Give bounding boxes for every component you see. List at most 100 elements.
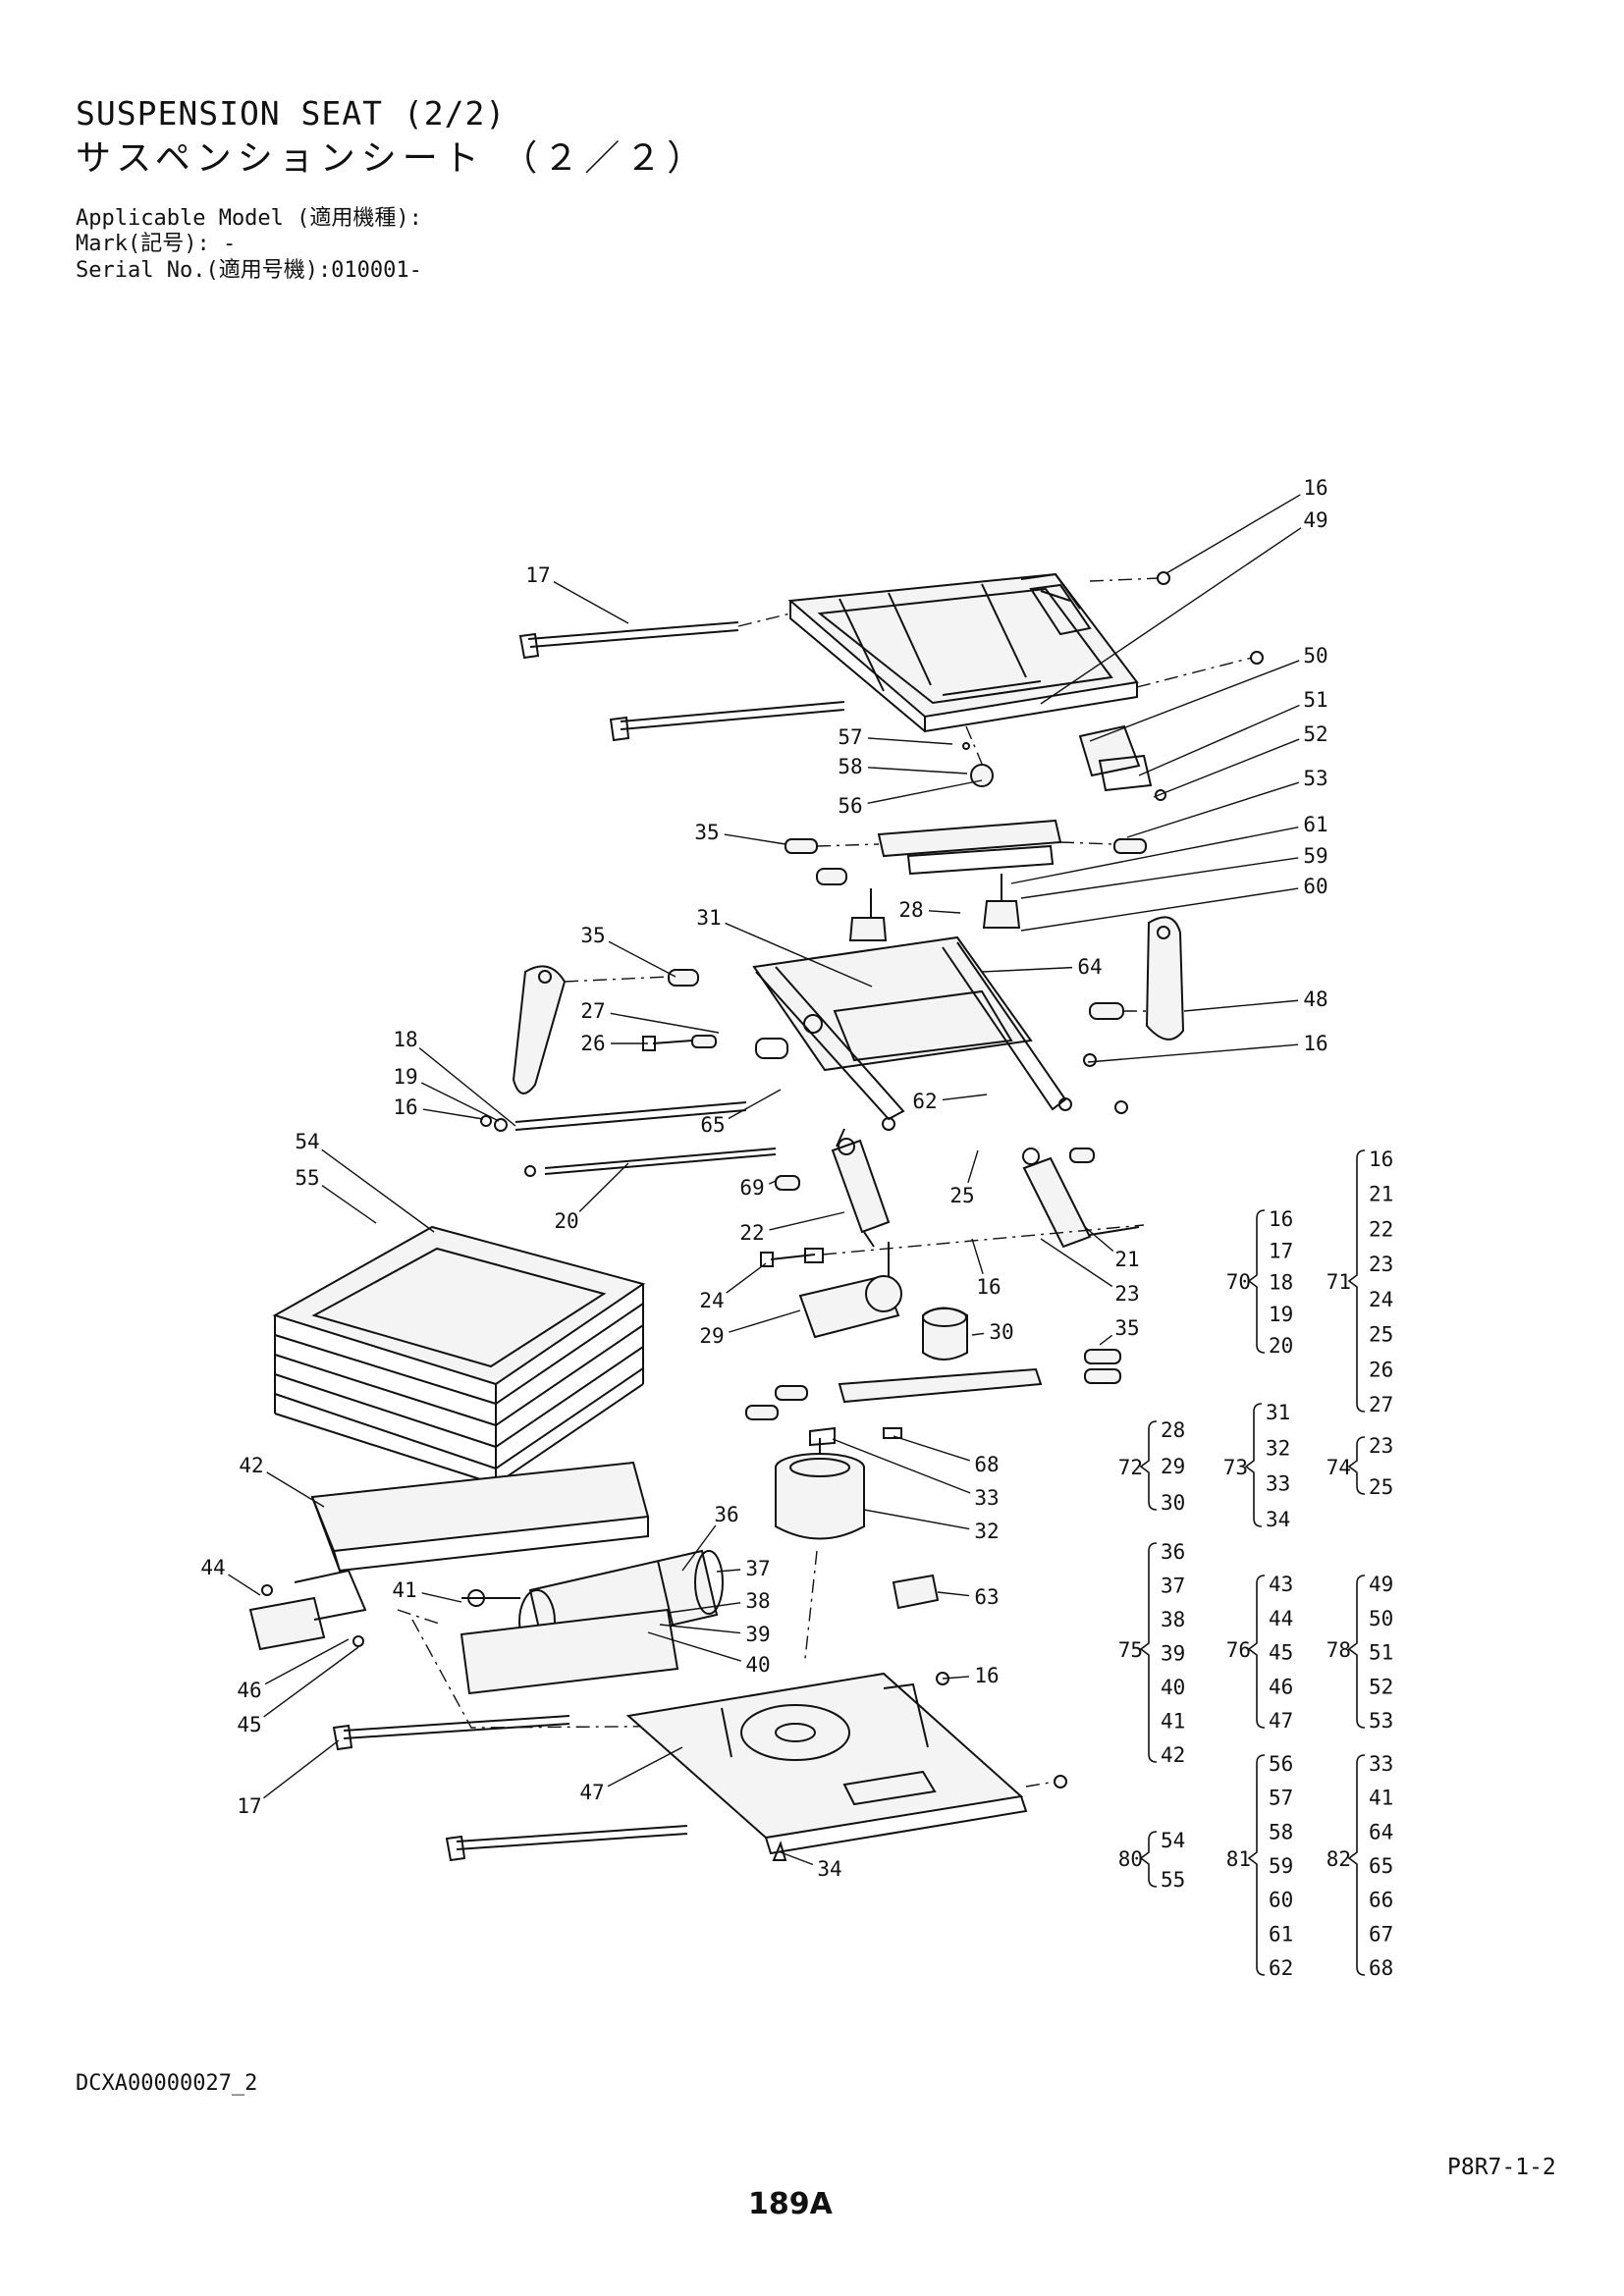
callout-label: 31	[696, 906, 721, 930]
page-code: P8R7-1-2	[1447, 2155, 1556, 2180]
cross-tube-upper	[785, 819, 1147, 885]
callout-leader	[725, 922, 873, 988]
assembly-group-label: 76	[1226, 1638, 1251, 1662]
callout-label: 42	[239, 1454, 263, 1477]
nut-base-right	[1054, 1775, 1067, 1789]
callout-leader	[893, 1435, 970, 1462]
assembly-brace	[1347, 1149, 1366, 1413]
assembly-member-label: 27	[1369, 1393, 1393, 1416]
assembly-brace	[1247, 1575, 1266, 1729]
assembly-member-label: 43	[1269, 1573, 1293, 1596]
callout-label: 54	[295, 1130, 319, 1153]
callout-leader	[867, 779, 983, 805]
callout-leader	[1084, 1226, 1114, 1253]
callout-label: 17	[525, 563, 550, 587]
applicable-model: Applicable Model (適用機種):	[76, 206, 422, 231]
base-plate	[625, 1672, 1028, 1855]
assembly-group-label: 82	[1326, 1847, 1351, 1871]
shock-absorber-21	[1022, 1148, 1140, 1249]
callout-leader	[724, 833, 786, 845]
assembly-member-label: 58	[1269, 1820, 1293, 1843]
assembly-member-label: 60	[1269, 1889, 1293, 1912]
callout-label: 68	[974, 1453, 999, 1476]
callout-leader	[1183, 999, 1299, 1012]
callout-label: 39	[745, 1623, 770, 1646]
callout-leader	[578, 1162, 629, 1212]
callout-label: 26	[580, 1032, 605, 1055]
callout-label: 16	[393, 1095, 417, 1119]
assembly-brace	[1247, 1754, 1266, 1976]
assembly-brace	[1244, 1403, 1263, 1527]
assembly-brace	[1139, 1420, 1158, 1511]
callout-leader	[863, 1509, 970, 1530]
nut-16-mid	[1083, 1053, 1097, 1067]
callout-leader	[1089, 660, 1300, 742]
screw-34	[772, 1840, 787, 1861]
callout-label: 21	[1114, 1248, 1139, 1271]
callout-label: 64	[1077, 955, 1102, 979]
fitting-68	[883, 1427, 902, 1439]
assembly-group-label: 78	[1326, 1638, 1351, 1662]
callout-leader	[928, 910, 961, 914]
callout-label: 20	[554, 1209, 578, 1233]
rod-18	[480, 1101, 747, 1132]
page-title: SUSPENSION SEAT (2/2)	[76, 94, 507, 133]
callout-label: 25	[949, 1184, 974, 1207]
callout-leader	[1099, 1334, 1113, 1346]
assembly-member-label: 16	[1369, 1148, 1393, 1171]
callout-label: 53	[1303, 767, 1327, 790]
rubber-pads	[848, 874, 1021, 941]
assembly-member-label: 25	[1369, 1323, 1393, 1347]
callout-label: 46	[237, 1679, 261, 1702]
side-lever-left	[512, 965, 567, 1095]
assembly-group-label: 71	[1326, 1270, 1351, 1294]
cross-tube-lower	[745, 1349, 1121, 1420]
callout-label: 23	[1114, 1282, 1139, 1306]
callout-leader	[726, 1262, 767, 1294]
callout-leader	[421, 1592, 462, 1603]
callout-leader	[418, 1047, 516, 1127]
assembly-member-label: 57	[1269, 1787, 1293, 1810]
assembly-member-label: 67	[1369, 1922, 1393, 1946]
assembly-member-label: 40	[1161, 1676, 1185, 1699]
assembly-group-layer: 7016171819207116212223242526277228293073…	[1118, 1148, 1394, 1980]
callout-label: 30	[989, 1320, 1013, 1344]
callout-leader	[681, 1524, 717, 1572]
rod-17-top	[518, 621, 739, 660]
callout-label: 22	[739, 1221, 764, 1245]
callout-leader	[266, 1471, 325, 1508]
assembly-member-label: 19	[1269, 1303, 1293, 1326]
callout-label: 62	[912, 1090, 937, 1113]
assembly-member-label: 16	[1269, 1207, 1293, 1231]
side-lever-48	[1145, 916, 1185, 1041]
assembly-member-label: 44	[1269, 1607, 1293, 1630]
callout-label: 27	[580, 999, 605, 1023]
callout-leader	[420, 1082, 500, 1122]
callout-label: 28	[898, 898, 923, 922]
callout-label: 44	[200, 1556, 225, 1579]
assembly-member-label: 64	[1369, 1820, 1393, 1843]
bellows-54	[272, 1225, 646, 1486]
housing-42	[310, 1461, 650, 1573]
assembly-group-label: 72	[1118, 1456, 1143, 1479]
callout-label: 34	[817, 1857, 841, 1881]
assembly-member-label: 22	[1369, 1217, 1393, 1241]
assembly-member-label: 68	[1369, 1956, 1393, 1980]
callout-label: 52	[1303, 722, 1327, 746]
callout-leader	[1087, 1043, 1299, 1063]
callout-leader	[228, 1574, 261, 1596]
assembly-member-label: 59	[1269, 1854, 1293, 1878]
callout-leader	[610, 1012, 720, 1034]
callout-label: 60	[1303, 875, 1327, 898]
callout-leader	[780, 1851, 814, 1866]
callout-leader	[647, 1631, 741, 1662]
scissor-frame	[668, 935, 1124, 1131]
assembly-member-label: 37	[1161, 1575, 1185, 1598]
callout-leader	[716, 1569, 741, 1573]
callout-label: 51	[1303, 688, 1327, 712]
assembly-member-label: 36	[1161, 1540, 1185, 1564]
callout-leader	[768, 1180, 777, 1185]
callout-label: 16	[1303, 476, 1327, 500]
assembly-member-label: 31	[1266, 1401, 1290, 1424]
